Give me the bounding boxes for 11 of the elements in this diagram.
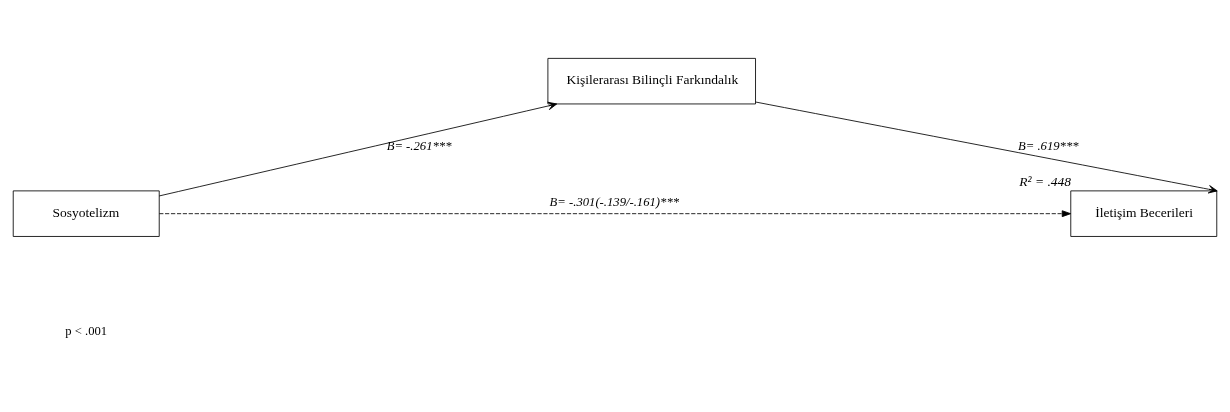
arrow: [158, 209, 1072, 217]
edge-label: B= -.261***: [386, 138, 452, 153]
edge-label: B= .619***: [1018, 138, 1079, 153]
node-box: Kişilerarası Bilinçli Farkındalık: [547, 57, 756, 104]
edge-label: B= -.301(-.139/-.161)***: [549, 194, 680, 209]
label: p < .001: [65, 323, 108, 338]
arrow: [158, 101, 558, 196]
node-label: R² = .448: [1019, 173, 1072, 189]
node-box: İletişim Becerileri: [1070, 189, 1218, 237]
node-box: Sosyotelizm: [12, 189, 160, 237]
arrow: [755, 101, 1218, 193]
